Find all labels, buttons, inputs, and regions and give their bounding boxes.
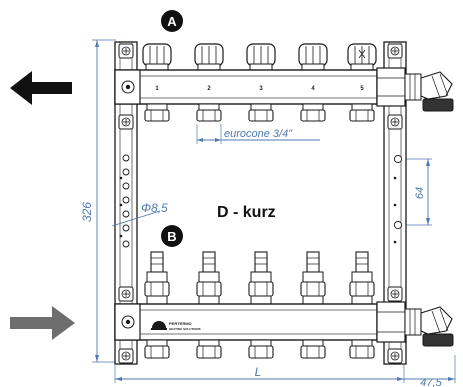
right-rail-holes	[393, 154, 403, 244]
length-label: L	[255, 365, 262, 379]
bottom-flow-valves	[144, 251, 375, 305]
length-dimension: L	[114, 365, 405, 383]
badge-a: A	[161, 10, 183, 32]
bottom-outlets	[144, 339, 375, 359]
top-manifold: 1 2 3 4 5	[114, 43, 454, 122]
top-port-number-1: 1	[155, 86, 159, 92]
top-port-number-5: 5	[360, 86, 364, 92]
badge-b: B	[161, 225, 183, 247]
top-port-number-2: 2	[207, 86, 211, 92]
model-title: D - kurz	[217, 204, 276, 221]
hole-spacing-dimension: 64	[398, 158, 432, 226]
brand-logo: PERTERMO HEATING SOLUTIONS	[151, 321, 201, 331]
side-offset-dimension: 47,5	[404, 355, 456, 387]
bottom-manifold: PERTERMO HEATING SOLUTIONS	[114, 251, 454, 359]
left-rail-holes	[119, 154, 130, 248]
logo-line-2: HEATING SOLUTIONS	[169, 327, 201, 331]
badge-b-label: B	[167, 229, 176, 244]
left-arrow-icon	[10, 71, 72, 105]
height-label: 326	[80, 202, 94, 222]
top-valve-caps	[142, 43, 377, 71]
screw-icon	[118, 43, 403, 364]
air-vent-icon	[376, 67, 454, 112]
top-port-number-3: 3	[259, 86, 263, 92]
hole-spacing-label: 64	[414, 187, 426, 199]
logo-line-1: PERTERMO	[169, 321, 192, 326]
badge-a-label: A	[167, 14, 177, 29]
bottom-right-fitting	[376, 301, 454, 347]
top-port-number-4: 4	[311, 86, 315, 92]
hole-diameter-dimension: Φ8,5	[111, 201, 168, 227]
side-offset-label: 47,5	[420, 377, 442, 387]
top-outlets	[144, 103, 375, 122]
height-dimension: 326	[80, 39, 116, 363]
eurocone-dimension: eurocone 3/4"	[196, 124, 320, 144]
hole-diameter-label: Φ8,5	[141, 201, 168, 215]
right-arrow-icon	[10, 306, 75, 340]
eurocone-label: eurocone 3/4"	[224, 128, 293, 140]
